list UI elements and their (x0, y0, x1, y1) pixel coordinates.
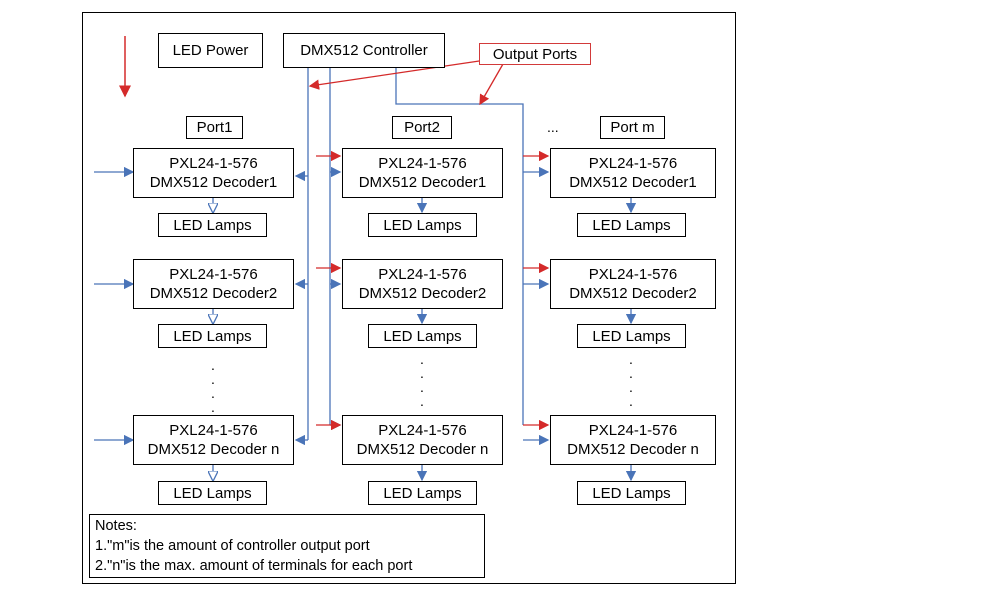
led-power-label: LED Power (172, 42, 249, 59)
led-lamps-box: LED Lamps (368, 481, 477, 505)
port2-label-box: Port2 (392, 116, 452, 139)
decoder-name: DMX512 Decoder1 (569, 174, 697, 191)
decoder-box: PXL24-1-576 DMX512 Decoder n (342, 415, 503, 465)
decoder-box: PXL24-1-576 DMX512 Decoder n (550, 415, 716, 465)
controller-box: DMX512 Controller (283, 33, 445, 68)
notes-title: Notes: (95, 518, 137, 534)
port2-label: Port2 (404, 119, 440, 136)
diagram-frame (82, 12, 736, 584)
led-lamps-box: LED Lamps (577, 324, 686, 348)
output-ports-label: Output Ports (492, 45, 578, 63)
led-lamps-label: LED Lamps (383, 484, 462, 502)
decoder-model: PXL24-1-576 (588, 266, 678, 283)
vertical-ellipsis: .... (420, 351, 424, 409)
decoder-model: PXL24-1-576 (169, 155, 258, 172)
led-lamps-label: LED Lamps (173, 216, 252, 234)
decoder-name: DMX512 Decoder n (147, 441, 280, 458)
led-lamps-label: LED Lamps (592, 484, 671, 502)
decoder-model: PXL24-1-576 (378, 266, 467, 283)
led-lamps-box: LED Lamps (158, 481, 267, 505)
led-lamps-box: LED Lamps (158, 213, 267, 237)
decoder-name: DMX512 Decoder1 (358, 174, 487, 191)
vertical-ellipsis: .... (211, 357, 215, 415)
vertical-ellipsis: .... (629, 351, 633, 409)
decoder-name: DMX512 Decoder2 (149, 285, 278, 302)
decoder-box: PXL24-1-576 DMX512 Decoder2 (133, 259, 294, 309)
led-lamps-label: LED Lamps (592, 216, 671, 234)
led-lamps-box: LED Lamps (368, 324, 477, 348)
decoder-model: PXL24-1-576 (588, 155, 678, 172)
decoder-model: PXL24-1-576 (169, 422, 258, 439)
port1-label: Port1 (196, 119, 233, 136)
notes-line-1: 1."m"is the amount of controller output … (95, 538, 370, 554)
decoder-name: DMX512 Decoder n (567, 441, 699, 458)
led-lamps-box: LED Lamps (368, 213, 477, 237)
led-power-box: LED Power (158, 33, 263, 68)
decoder-model: PXL24-1-576 (378, 155, 467, 172)
decoder-name: DMX512 Decoder2 (569, 285, 697, 302)
decoder-name: DMX512 Decoder n (356, 441, 489, 458)
controller-label: DMX512 Controller (300, 42, 428, 59)
led-lamps-label: LED Lamps (383, 216, 462, 234)
decoder-box: PXL24-1-576 DMX512 Decoder n (133, 415, 294, 465)
port1-label-box: Port1 (186, 116, 243, 139)
ports-ellipsis: ... (547, 119, 559, 135)
decoder-model: PXL24-1-576 (169, 266, 258, 283)
portm-label: Port m (610, 119, 655, 136)
decoder-box: PXL24-1-576 DMX512 Decoder2 (342, 259, 503, 309)
decoder-name: DMX512 Decoder2 (358, 285, 487, 302)
notes-box: Notes: 1."m"is the amount of controller … (89, 514, 485, 578)
decoder-model: PXL24-1-576 (588, 422, 678, 439)
led-lamps-label: LED Lamps (173, 484, 252, 502)
portm-label-box: Port m (600, 116, 665, 139)
decoder-model: PXL24-1-576 (378, 422, 467, 439)
decoder-box: PXL24-1-576 DMX512 Decoder1 (133, 148, 294, 198)
decoder-name: DMX512 Decoder1 (149, 174, 278, 191)
led-lamps-label: LED Lamps (173, 327, 252, 345)
led-lamps-box: LED Lamps (577, 481, 686, 505)
decoder-box: PXL24-1-576 DMX512 Decoder1 (550, 148, 716, 198)
led-lamps-box: LED Lamps (577, 213, 686, 237)
decoder-box: PXL24-1-576 DMX512 Decoder1 (342, 148, 503, 198)
led-lamps-label: LED Lamps (592, 327, 671, 345)
led-lamps-box: LED Lamps (158, 324, 267, 348)
decoder-box: PXL24-1-576 DMX512 Decoder2 (550, 259, 716, 309)
output-ports-callout: Output Ports (479, 43, 591, 65)
notes-line-2: 2."n"is the max. amount of terminals for… (95, 558, 413, 574)
led-lamps-label: LED Lamps (383, 327, 462, 345)
port2-trunk (395, 68, 524, 425)
